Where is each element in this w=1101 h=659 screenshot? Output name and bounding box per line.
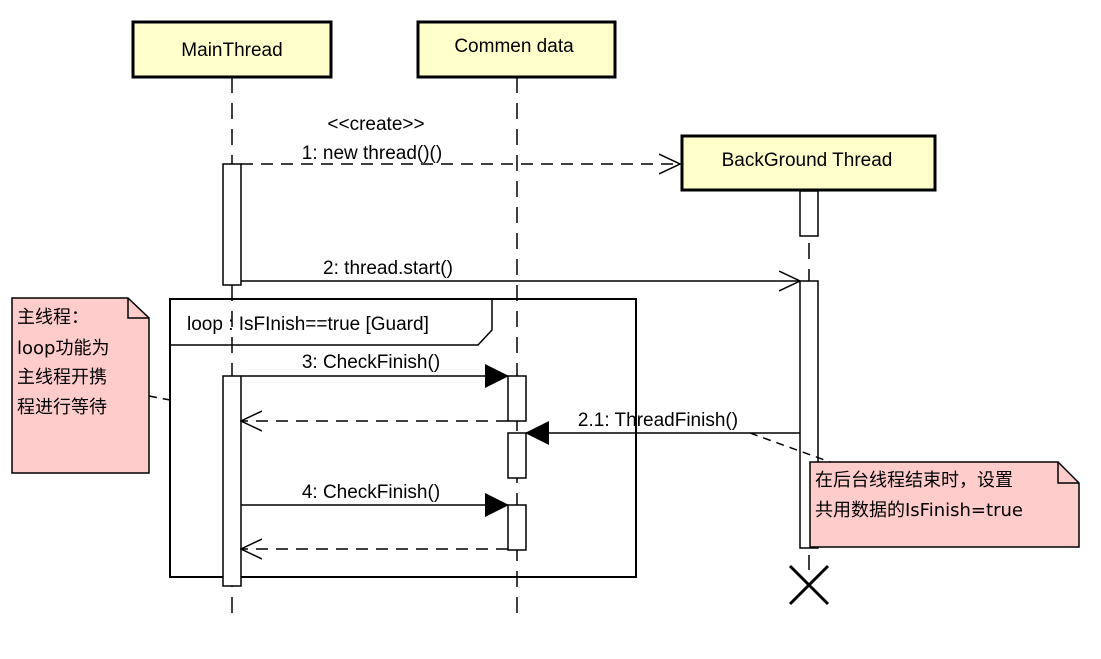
common-activation-1	[507, 375, 527, 422]
message-checkfinish-1: 3: CheckFinish()	[241, 352, 509, 388]
participant-common-label: Commen data	[454, 36, 574, 57]
message-2-1-label: 2.1: ThreadFinish()	[578, 410, 738, 431]
background-activation-1	[799, 190, 819, 237]
destroy-mark	[788, 564, 830, 606]
participant-background[interactable]: BackGround Thread	[680, 134, 937, 192]
message-1-label: 1: new thread()()	[302, 143, 442, 164]
message-create: <<create>> 1: new thread()()	[241, 114, 680, 164]
main-activation-1	[222, 163, 242, 286]
note-left-line-1: 主线程：	[17, 307, 89, 328]
loop-fragment-label: loop : IsFInish==true [Guard]	[187, 314, 429, 335]
participant-main-label: MainThread	[181, 40, 282, 61]
note-right-line-2: 共用数据的IsFinish=true	[815, 500, 1023, 521]
message-checkfinish-2: 4: CheckFinish()	[241, 482, 509, 517]
common-activation-2	[507, 432, 527, 479]
message-threadfinish: 2.1: ThreadFinish()	[525, 410, 800, 445]
participant-background-label: BackGround Thread	[722, 150, 893, 171]
loop-fragment: loop : IsFInish==true [Guard]	[169, 298, 637, 578]
message-4-label: 4: CheckFinish()	[302, 482, 440, 503]
message-3-label: 3: CheckFinish()	[302, 352, 440, 373]
note-main-thread: 主线程： loop功能为 主线程开携 程进行等待	[11, 297, 171, 474]
participant-common[interactable]: Commen data	[416, 20, 617, 79]
note-right-line-1: 在后台线程结束时，设置	[815, 470, 1013, 491]
main-activation-2	[222, 375, 242, 587]
create-stereotype-label: <<create>>	[327, 114, 424, 135]
note-left-line-3: 主线程开携	[17, 367, 107, 388]
note-background-thread: 在后台线程结束时，设置 共用数据的IsFinish=true	[749, 432, 1080, 548]
note-left-line-4: 程进行等待	[17, 397, 107, 418]
participant-main[interactable]: MainThread	[131, 20, 333, 79]
note-left-line-2: loop功能为	[17, 338, 109, 359]
message-start: 2: thread.start()	[241, 258, 800, 281]
message-2-label: 2: thread.start()	[323, 258, 453, 279]
common-activation-3	[507, 504, 527, 551]
